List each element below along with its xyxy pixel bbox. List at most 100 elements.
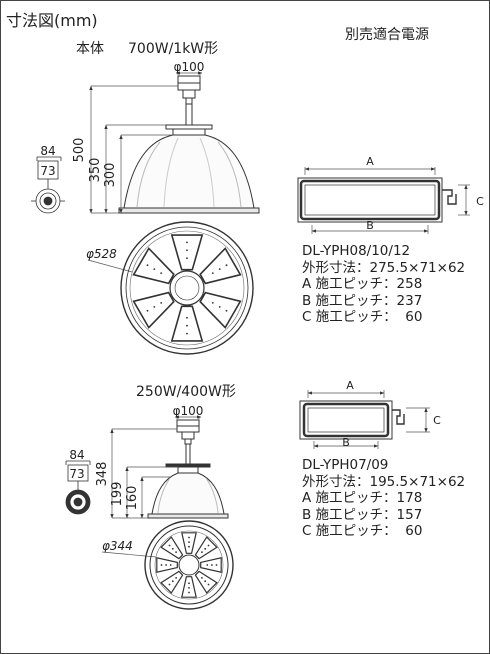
psu-large-model: DL-YPH08/10/12 (302, 243, 411, 259)
blade-dot (188, 591, 190, 594)
blade-dot (160, 272, 163, 274)
psu-large-label-a: A (366, 155, 374, 168)
psu-large-label-c: C (476, 195, 484, 208)
blade-dot (188, 541, 190, 543)
psu-small-pitch-a: A 施工ピッチ：178 (302, 490, 423, 507)
lamp-small-height-348: 348 (95, 462, 110, 487)
blade-dot (168, 583, 171, 586)
psu-large-pitch-c: C 施工ピッチ： 60 (302, 309, 423, 326)
blade-dot (188, 545, 190, 548)
blade-dot (206, 564, 209, 566)
psu-small-dims: 外形寸法：195.5×71×62 (302, 473, 466, 490)
psu-small-pitch-c: C 施工ピッチ： 60 (302, 523, 423, 540)
lamp-large-height-350: 350 (88, 158, 103, 183)
psu-large-spec: DL-YPH08/10/12 外形寸法：275.5×71×62 A 施工ピッチ：… (302, 243, 465, 326)
blade-dot (225, 309, 228, 312)
reflector-blade (181, 532, 197, 554)
lamp-large-height-300: 300 (103, 163, 118, 188)
psu-large-pitch-b: B 施工ピッチ：237 (302, 292, 423, 309)
blade-dot (201, 577, 203, 579)
psu-large-label-b: B (366, 219, 374, 232)
blade-dot (160, 302, 163, 304)
reflector-blade (156, 557, 178, 573)
psu-small-spec: DL-YPH07/09 外形寸法：195.5×71×62 A 施工ピッチ：178… (302, 457, 465, 540)
blade-dot (171, 547, 174, 550)
blade-dot (171, 580, 174, 583)
blade-dot (153, 306, 156, 308)
lamp-small-height-160: 160 (125, 486, 140, 511)
lamp-small-mount-73: 73 (69, 467, 84, 481)
blade-dot (186, 332, 188, 335)
blade-dot (207, 544, 210, 547)
blade-dot (168, 544, 171, 547)
blade-dot (186, 249, 188, 252)
psu-small-label-c: C (433, 414, 441, 427)
blade-dot (186, 316, 188, 319)
blade-dot (160, 564, 163, 566)
blade-dot (175, 577, 178, 579)
reflector-blade (160, 570, 184, 594)
blade-dot (215, 564, 218, 566)
psu-small-model: DL-YPH07/09 (302, 457, 389, 473)
lamp-small-power: 250W/400W形 (136, 384, 236, 400)
body-label: 本体 (76, 41, 104, 57)
blade-dot (186, 257, 188, 260)
lamp-small-bottom-view (144, 520, 234, 610)
lamp-large-bottom-dia: φ528 (86, 247, 117, 261)
lamp-large-top-dia: φ100 (174, 60, 205, 74)
lamp-small-dimension-lines (101, 415, 202, 558)
lamp-small-mount-side (65, 460, 91, 515)
blade-dot (218, 268, 221, 270)
blade-dot (211, 564, 213, 566)
lamp-large-height-500: 500 (72, 138, 87, 163)
psu-small-label-a: A (346, 379, 354, 392)
psu-large-dim-lines (304, 167, 470, 234)
reflector-blade (170, 305, 204, 342)
lamp-small-side-view (147, 419, 229, 519)
reflector-blade (194, 536, 218, 560)
blade-dot (188, 536, 190, 539)
lamp-small-top-dia: φ100 (173, 404, 204, 418)
blade-dot (225, 264, 228, 267)
blade-dot (186, 241, 188, 244)
lamp-large-mount-84: 84 (40, 144, 55, 158)
reflector-blade (170, 234, 204, 271)
reflector-blade (132, 247, 175, 285)
psu-large-drawing (297, 177, 457, 223)
psu-large-pitch-a: A 施工ピッチ：258 (302, 276, 423, 293)
reflector-blade (181, 576, 197, 598)
psu-small-drawing (299, 400, 405, 440)
lamp-large-side-view (118, 75, 260, 214)
blade-dot (165, 564, 168, 566)
reflector-blade (199, 247, 242, 285)
blade-dot (204, 580, 207, 583)
blade-dot (218, 306, 221, 308)
blade-dot (188, 587, 190, 589)
reflector-blade (199, 291, 242, 329)
blade-dot (186, 324, 188, 327)
blade-dot (201, 551, 203, 553)
blade-dot (146, 309, 149, 312)
reflector-blade (200, 557, 222, 573)
reflector-blade (160, 536, 184, 560)
page-title: 寸法図(mm) (6, 11, 98, 30)
psu-small-pitch-b: B 施工ピッチ：157 (302, 506, 423, 523)
lamp-small-mount-84: 84 (69, 448, 84, 462)
lamp-large-mount-side (31, 156, 65, 214)
lamp-large-bottom-view (120, 221, 254, 355)
blade-dot (211, 302, 214, 304)
blade-dot (211, 272, 214, 274)
reflector-blade (194, 570, 218, 594)
reflector-blade (132, 291, 175, 329)
psu-small-label-b: B (342, 436, 350, 449)
blade-dot (204, 547, 207, 550)
blade-dot (175, 551, 178, 553)
psu-small-dim-lines (307, 390, 430, 449)
psu-large-dims: 外形寸法：275.5×71×62 (302, 259, 466, 276)
lamp-small-height-199: 199 (110, 482, 125, 507)
lamp-large-mount-73: 73 (40, 164, 55, 178)
blade-dot (146, 264, 149, 267)
